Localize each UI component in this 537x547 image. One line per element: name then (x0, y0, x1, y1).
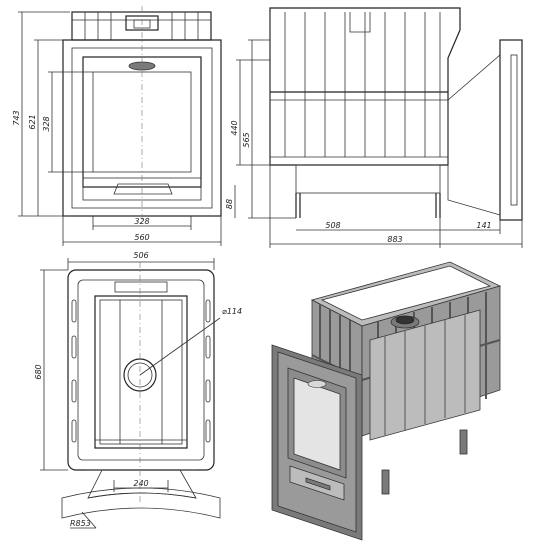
top-view-body: ⌀114 (67, 269, 242, 471)
front-view-rack (71, 11, 212, 41)
isometric-view (271, 261, 502, 541)
top-view: ⌀114 506 680 240 R853 (34, 251, 242, 529)
dim-side-depth-body: 508 (325, 221, 340, 230)
front-view-dimensions: 743 621 328 328 560 (12, 11, 222, 246)
side-view-tunnel (447, 39, 523, 221)
dim-side-height-body: 565 (242, 132, 251, 147)
iso-door-frame (271, 344, 363, 541)
dim-top-flue-diameter: ⌀114 (222, 307, 242, 316)
dim-front-height-total: 743 (12, 110, 21, 125)
side-view-rack (269, 7, 461, 166)
side-view-dimensions: 440 565 88 508 141 883 (225, 39, 523, 248)
top-view-dimensions: 506 680 240 R853 (34, 251, 215, 529)
side-view: 440 565 88 508 141 883 (225, 7, 523, 248)
dim-side-height-leg: 88 (225, 199, 234, 209)
dim-side-height-rack: 440 (230, 120, 239, 135)
dim-top-length: 680 (34, 364, 43, 379)
dim-side-depth-tunnel: 141 (476, 221, 491, 230)
dim-top-width: 506 (133, 251, 148, 260)
side-view-base (295, 164, 441, 218)
dim-front-height-door: 328 (42, 116, 51, 131)
dim-top-flue-offset: 240 (133, 479, 148, 488)
front-view: 743 621 328 328 560 (12, 6, 222, 246)
dim-side-depth-total: 883 (387, 235, 402, 244)
top-view-base (61, 469, 221, 519)
dim-front-height-inner: 621 (28, 114, 37, 129)
dim-top-radius-base: R853 (70, 519, 91, 528)
dim-front-width-firebox: 328 (134, 217, 149, 226)
dim-front-width-total: 560 (134, 233, 149, 242)
